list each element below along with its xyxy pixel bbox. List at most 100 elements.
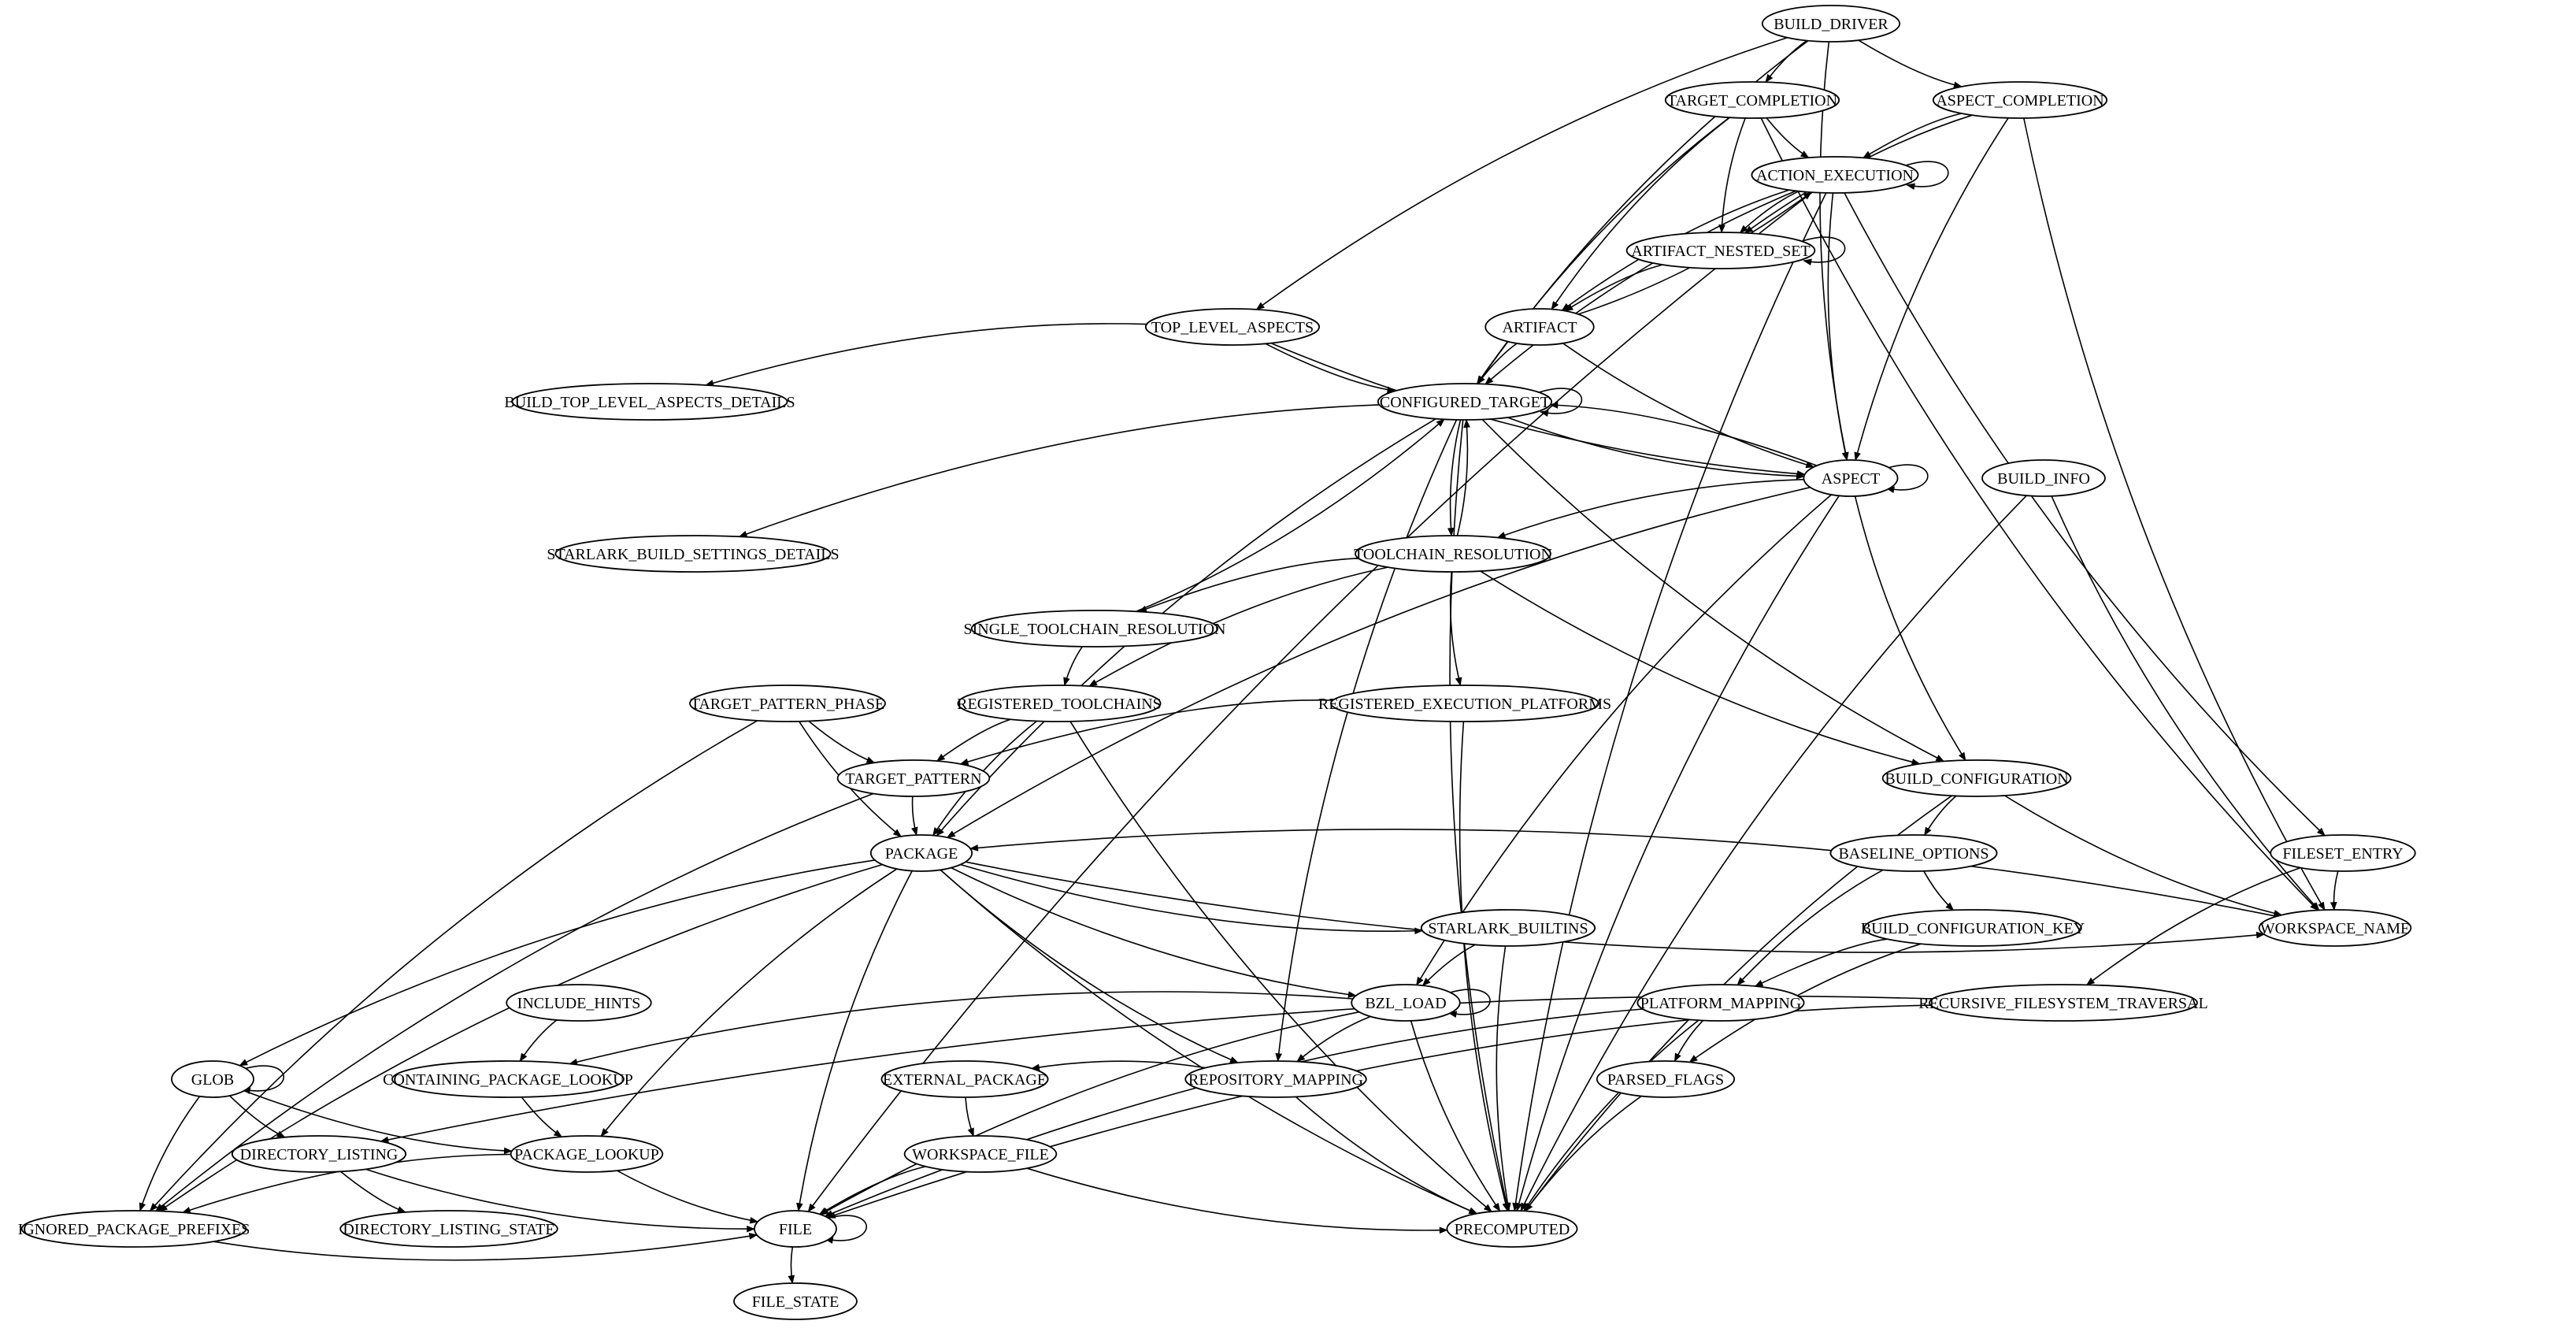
edge-package-lookup-to-file [617, 1170, 759, 1224]
node-layer: BUILD_DRIVER TARGET_COMPLETION ASPECT_COMP… [18, 5, 2416, 1320]
node-label: BZL_LOAD [1365, 995, 1446, 1012]
node-label: CONTAINING_PACKAGE_LOOKUP [383, 1071, 633, 1089]
node-ellipse [970, 610, 1219, 647]
node-top-level-aspects: TOP_LEVEL_ASPECTS [1144, 308, 1321, 346]
node-ellipse [1420, 909, 1596, 947]
node-label: PACKAGE_LOOKUP [514, 1146, 659, 1163]
edge-action-execution-to-precomputed [1512, 192, 1827, 1212]
edge-containing-package-lookup-to-package-lookup [521, 1096, 563, 1137]
node-ellipse [957, 685, 1162, 722]
node-ellipse [1351, 984, 1461, 1022]
node-directory-listing: DIRECTORY_LISTING [231, 1135, 407, 1173]
node-label: BUILD_CONFIGURATION_KEY [1861, 920, 2085, 937]
node-ellipse [1596, 1060, 1736, 1098]
node-ellipse [1829, 834, 1998, 872]
node-directory-listing-state: DIRECTORY_LISTING_STATE [339, 1210, 558, 1248]
node-ellipse [903, 1135, 1058, 1173]
edge-action-execution-to-aspect [1827, 192, 1849, 462]
node-label: BUILD_CONFIGURATION [1885, 770, 2068, 788]
node-ellipse [1377, 383, 1553, 421]
node-ellipse [1863, 909, 2082, 947]
edge-bzl-load-to-containing-package-lookup [569, 991, 1353, 1066]
edge-bzl-load-to-precomputed [1410, 1020, 1501, 1212]
edge-action-execution-to-configured-target [1484, 190, 1797, 385]
node-ellipse [171, 1060, 254, 1098]
edge-parsed-flags-to-precomputed [1525, 1095, 1642, 1212]
edge-baseline-options-to-platform-mapping [1736, 869, 1884, 986]
node-label: PARSED_FLAGS [1607, 1071, 1724, 1089]
node-label: DIRECTORY_LISTING_STATE [343, 1221, 554, 1238]
edge-workspace-file-to-precomputed [1026, 1167, 1448, 1234]
node-ellipse [2270, 834, 2416, 872]
node-artifact: ARTIFACT [1484, 308, 1595, 346]
node-ellipse [869, 834, 973, 872]
edge-bzl-load-to-file [820, 1011, 1359, 1215]
edge-toolchain-resolution-to-configured-target [1456, 418, 1470, 536]
node-label: BUILD_DRIVER [1774, 16, 1888, 33]
edge-aspect-to-build-configuration [1854, 495, 1966, 762]
edge-action-execution-to-action-execution [1905, 161, 1949, 191]
node-ellipse [689, 685, 886, 722]
node-label: STARLARK_BUILD_SETTINGS_DETAILS [547, 546, 839, 563]
edge-configured-target-to-starlark-build-settings-details [738, 404, 1380, 538]
edge-include-hints-to-containing-package-lookup [519, 1019, 558, 1063]
node-label: PACKAGE [885, 845, 958, 863]
node-label: STARLARK_BUILTINS [1428, 920, 1588, 937]
node-label: TARGET_COMPLETION [1667, 92, 1837, 109]
edge-build-configuration-to-workspace-name [2004, 795, 2283, 917]
node-label: REGISTERED_EXECUTION_PLATFORMS [1318, 696, 1611, 713]
edge-repository-mapping-to-external-package [1031, 1060, 1206, 1071]
node-fileset-entry: FILESET_ENTRY [2270, 834, 2416, 872]
node-label: CONFIGURED_TARGET [1380, 394, 1550, 411]
node-ellipse [1446, 1210, 1578, 1248]
edge-aspect-completion-to-aspect [1854, 117, 2009, 462]
node-label: FILESET_ENTRY [2282, 845, 2403, 863]
node-label: PRECOMPUTED [1455, 1221, 1570, 1238]
edge-directory-listing-to-file [365, 1168, 756, 1233]
node-ellipse [836, 759, 991, 797]
edge-aspect-to-configured-target [1549, 402, 1818, 466]
edge-build-driver-to-top-level-aspects [1255, 37, 1788, 310]
edge-package-to-glob [239, 859, 876, 1067]
node-label: BASELINE_OPTIONS [1838, 845, 1989, 863]
edge-workspace-name-to-package [969, 828, 2278, 918]
edge-build-info-to-precomputed [1520, 495, 2027, 1212]
node-configured-target: CONFIGURED_TARGET [1377, 383, 1553, 421]
node-ellipse [1184, 1060, 1367, 1098]
edge-configured-target-to-repository-mapping [1275, 419, 1458, 1063]
edge-repository-mapping-to-precomputed [1295, 1096, 1478, 1215]
edge-toolchain-resolution-to-registered-execution-platforms [1449, 571, 1462, 687]
edge-toolchain-resolution-to-build-configuration [1480, 570, 1921, 766]
node-ellipse [511, 383, 788, 421]
node-label: IGNORED_PACKAGE_PREFIXES [18, 1221, 250, 1238]
node-label: PLATFORM_MAPPING [1640, 995, 1802, 1012]
node-label: ARTIFACT [1502, 319, 1577, 336]
node-action-execution: ACTION_EXECUTION [1751, 156, 1919, 194]
node-ellipse [1929, 984, 2198, 1022]
edge-single-toolchain-resolution-to-registered-toolchains [1063, 646, 1083, 687]
edge-bzl-load-to-bzl-load [1447, 989, 1491, 1018]
node-repository-mapping: REPOSITORY_MAPPING [1184, 1060, 1367, 1098]
node-ellipse [1484, 308, 1595, 346]
edge-configured-target-to-aspect [1507, 417, 1805, 480]
edge-package-to-workspace-name [965, 861, 2265, 953]
node-ellipse [506, 984, 652, 1022]
edge-aspect-to-bzl-load [1416, 494, 1833, 986]
node-aspect-completion: ASPECT_COMPLETION [1932, 81, 2108, 119]
edge-single-toolchain-resolution-to-configured-target [1136, 418, 1445, 613]
node-build-top-level-aspects-details: BUILD_TOP_LEVEL_ASPECTS_DETAILS [504, 383, 795, 421]
node-ellipse [391, 1060, 625, 1098]
node-workspace-file: WORKSPACE_FILE [903, 1135, 1058, 1173]
node-package-lookup: PACKAGE_LOOKUP [510, 1135, 664, 1173]
node-build-driver: BUILD_DRIVER [1761, 5, 1901, 43]
edge-package-to-bzl-load [951, 866, 1357, 998]
node-ellipse [1981, 459, 2106, 497]
node-ellipse [554, 535, 832, 573]
node-registered-execution-platforms: REGISTERED_EXECUTION_PLATFORMS [1318, 685, 1611, 722]
edge-target-pattern-phase-to-target-pattern [808, 720, 876, 764]
edge-package-to-file [796, 870, 913, 1212]
node-starlark-builtins: STARLARK_BUILTINS [1420, 909, 1596, 947]
node-single-toolchain-resolution: SINGLE_TOOLCHAIN_RESOLUTION [964, 610, 1225, 647]
node-label: TOP_LEVEL_ASPECTS [1151, 319, 1314, 336]
node-ellipse [1751, 156, 1919, 194]
